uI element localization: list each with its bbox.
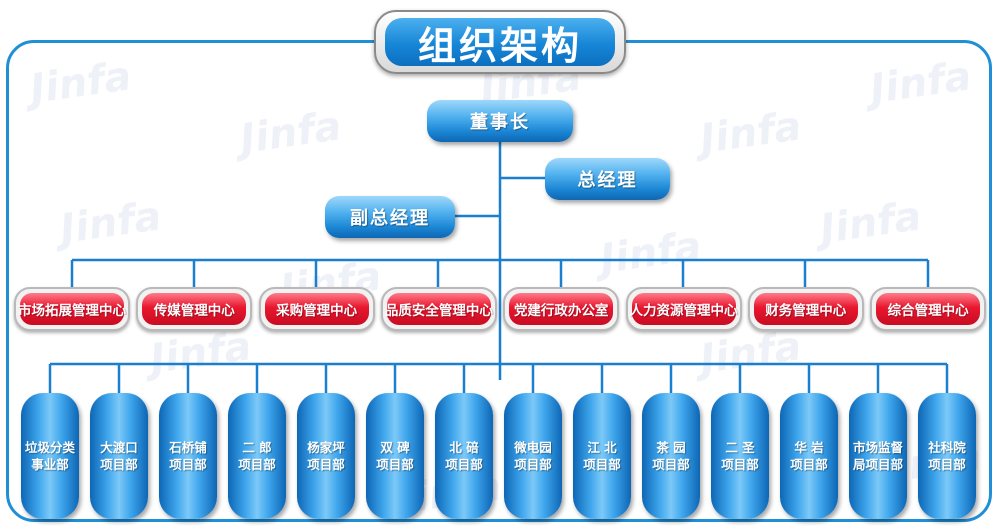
project-box: 双 碑项目部 [366, 393, 424, 519]
center-box: 党建行政办公室 [503, 287, 620, 331]
page-title: 组织架构 [374, 10, 626, 74]
center-label: 人力资源管理中心 [630, 293, 738, 325]
page-title-text: 组织架构 [385, 18, 615, 68]
center-box: 品质安全管理中心 [380, 287, 497, 331]
chairman-label: 董事长 [470, 112, 530, 133]
general-manager-box: 总经理 [545, 158, 670, 200]
project-box: 华 岩项目部 [780, 393, 838, 519]
center-label: 党建行政办公室 [509, 293, 614, 325]
project-label: 江 北项目部 [583, 440, 621, 472]
project-box: 大渡口项目部 [90, 393, 148, 519]
project-box: 二 圣项目部 [711, 393, 769, 519]
project-label: 石桥铺项目部 [169, 440, 207, 472]
project-label: 市场监督局项目部 [852, 440, 903, 472]
project-label: 茶 园项目部 [652, 440, 690, 472]
center-label: 品质安全管理中心 [385, 293, 493, 325]
center-label: 财务管理中心 [753, 293, 858, 325]
general-manager-label: 总经理 [577, 170, 638, 191]
project-box: 江 北项目部 [573, 393, 631, 519]
project-label: 二 圣项目部 [721, 440, 759, 472]
project-label: 杨家坪项目部 [307, 440, 345, 472]
project-box: 石桥铺项目部 [159, 393, 217, 519]
project-box: 垃圾分类事业部 [21, 393, 79, 519]
project-label: 二 郎项目部 [238, 440, 276, 472]
chairman-box: 董事长 [427, 100, 573, 142]
project-box: 茶 园项目部 [642, 393, 700, 519]
project-box: 北 碚项目部 [435, 393, 493, 519]
project-label: 双 碑项目部 [376, 440, 414, 472]
center-box: 财务管理中心 [747, 287, 864, 331]
project-box: 杨家坪项目部 [297, 393, 355, 519]
center-box: 综合管理中心 [870, 287, 987, 331]
project-label: 华 岩项目部 [790, 440, 828, 472]
deputy-general-manager-box: 副总经理 [325, 196, 455, 238]
center-box: 市场拓展管理中心 [14, 287, 130, 331]
center-box: 传媒管理中心 [136, 287, 253, 331]
project-box: 社科院项目部 [918, 393, 976, 519]
project-box: 市场监督局项目部 [849, 393, 907, 519]
center-box: 采购管理中心 [258, 287, 375, 331]
project-label: 社科院项目部 [928, 440, 966, 472]
project-label: 垃圾分类事业部 [24, 440, 75, 472]
project-label: 大渡口项目部 [100, 440, 138, 472]
center-label: 采购管理中心 [264, 293, 369, 325]
center-label: 传媒管理中心 [142, 293, 247, 325]
center-label: 市场拓展管理中心 [18, 293, 126, 325]
project-box: 微电园项目部 [504, 393, 562, 519]
project-box: 二 郎项目部 [228, 393, 286, 519]
project-label: 北 碚项目部 [445, 440, 483, 472]
project-label: 微电园项目部 [514, 440, 552, 472]
center-box: 人力资源管理中心 [625, 287, 742, 331]
center-label: 综合管理中心 [876, 293, 981, 325]
deputy-general-manager-label: 副总经理 [350, 208, 430, 229]
